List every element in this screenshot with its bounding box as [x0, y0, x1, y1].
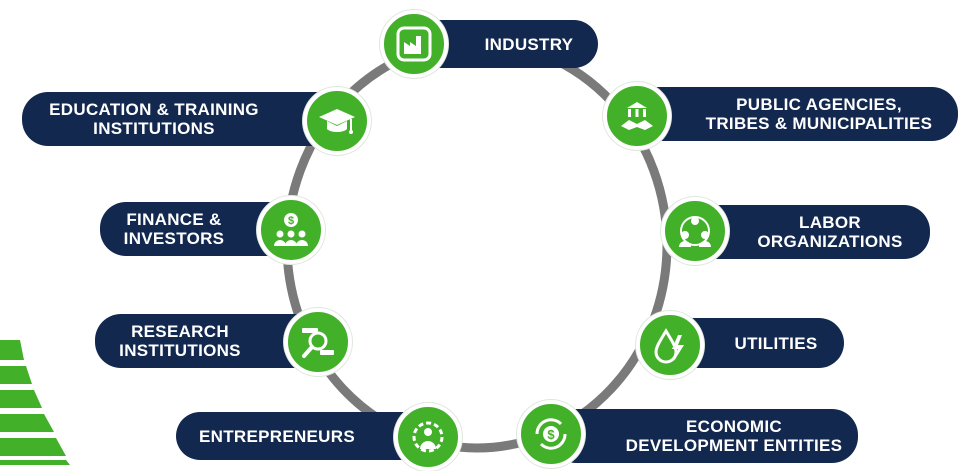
label-line: ECONOMIC [686, 417, 782, 436]
magnifier-chart-icon [302, 328, 334, 358]
node-economic-development: $ [517, 400, 585, 468]
pill-public-agencies: PUBLIC AGENCIES, TRIBES & MUNICIPALITIES [630, 87, 958, 141]
people-network-icon [679, 216, 711, 247]
label-line: DEVELOPMENT ENTITIES [625, 436, 843, 455]
graduation-cap-icon [319, 109, 355, 134]
label-line: LABOR [799, 213, 861, 232]
label-line: UTILITIES [734, 333, 818, 353]
label-line: INSTITUTIONS [119, 341, 241, 360]
investors-icon: $ [274, 213, 308, 246]
label-line: FINANCE & [126, 210, 222, 229]
node-utilities [636, 311, 704, 379]
water-power-icon [654, 328, 684, 364]
pill-economic-development: ECONOMIC DEVELOPMENT ENTITIES [550, 409, 858, 463]
gear-person-icon [412, 421, 444, 453]
handshake-building-icon [621, 102, 653, 130]
pill-education: EDUCATION & TRAINING INSTITUTIONS [22, 92, 342, 146]
node-education [303, 87, 371, 155]
node-labor [661, 197, 729, 265]
label-line: INDUSTRY [484, 34, 574, 54]
label-line: ORGANIZATIONS [757, 232, 903, 251]
label-line: ENTREPRENEURS [199, 426, 355, 446]
dollar-cycle-icon: $ [535, 418, 567, 450]
node-entrepreneurs [394, 403, 462, 471]
label-line: INVESTORS [123, 229, 225, 248]
factory-icon [396, 26, 432, 62]
decorative-stripes [0, 340, 70, 465]
label-line: RESEARCH [131, 322, 229, 341]
node-industry [380, 10, 448, 78]
svg-text:$: $ [547, 427, 555, 442]
pill-labor: LABOR ORGANIZATIONS [690, 205, 930, 259]
label-line: INSTITUTIONS [93, 119, 215, 138]
node-public-agencies [603, 82, 671, 150]
label-line: EDUCATION & TRAINING [49, 100, 259, 119]
svg-text:$: $ [288, 215, 294, 227]
label-line: PUBLIC AGENCIES, [736, 95, 902, 114]
node-research [284, 308, 352, 376]
label-line: TRIBES & MUNICIPALITIES [705, 114, 933, 133]
node-finance: $ [257, 196, 325, 264]
